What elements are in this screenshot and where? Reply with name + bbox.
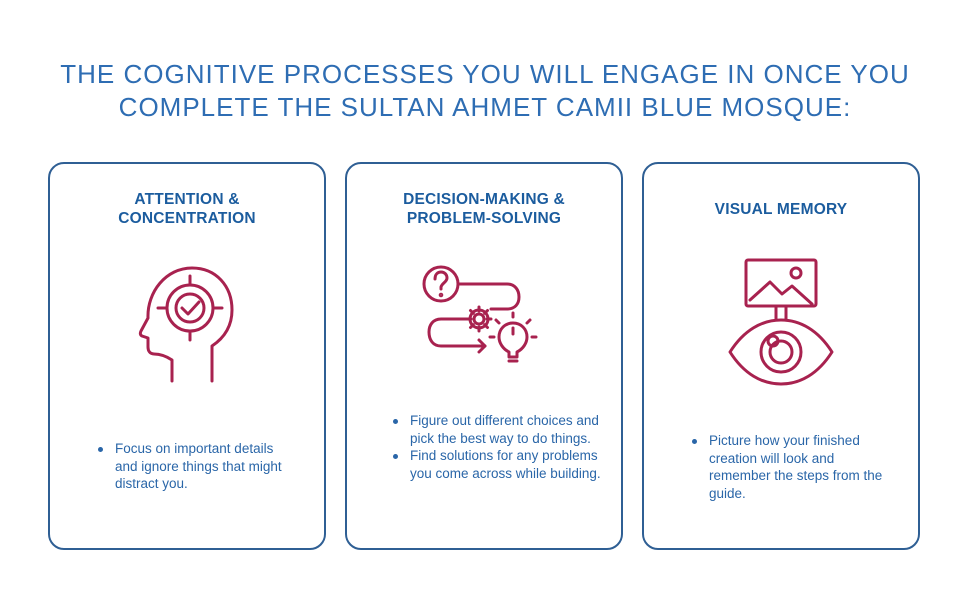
bullet-list: Focus on important details and ignore th…: [96, 440, 296, 493]
card-visual-memory: VISUAL MEMORY Picture how your finished …: [642, 162, 920, 550]
list-item: Figure out different choices and pick th…: [391, 412, 601, 447]
card-heading-line-2: CONCENTRATION: [118, 210, 256, 227]
page-title-line-2: COMPLETE THE SULTAN AHMET CAMII BLUE MOS…: [118, 92, 852, 122]
card-heading-line-2: PROBLEM-SOLVING: [406, 210, 562, 227]
bullet-list: Figure out different choices and pick th…: [391, 412, 601, 482]
card-heading-line-1: VISUAL MEMORY: [714, 201, 848, 218]
list-item: Picture how your finished creation will …: [690, 432, 895, 502]
page-title-line-1: THE COGNITIVE PROCESSES YOU WILL ENGAGE …: [60, 59, 910, 89]
card-decision-making-problem-solving: DECISION-MAKING & PROBLEM-SOLVING: [345, 162, 623, 550]
card-attention-concentration: ATTENTION & CONCENTRATION Focus on impor…: [48, 162, 326, 550]
card-heading-line-1: DECISION-MAKING &: [403, 191, 565, 208]
list-item: Find solutions for any problems you come…: [391, 447, 601, 482]
card-heading: VISUAL MEMORY: [644, 200, 918, 219]
card-heading: ATTENTION & CONCENTRATION: [50, 190, 324, 228]
picture-eye-icon: [728, 258, 834, 386]
card-heading-line-1: ATTENTION &: [134, 191, 240, 208]
card-heading: DECISION-MAKING & PROBLEM-SOLVING: [347, 190, 621, 228]
bullet-list: Picture how your finished creation will …: [690, 432, 895, 502]
question-gear-lightbulb-icon: [422, 265, 538, 363]
list-item: Focus on important details and ignore th…: [96, 440, 296, 493]
page-title: THE COGNITIVE PROCESSES YOU WILL ENGAGE …: [0, 58, 970, 124]
head-target-check-icon: [138, 266, 234, 383]
